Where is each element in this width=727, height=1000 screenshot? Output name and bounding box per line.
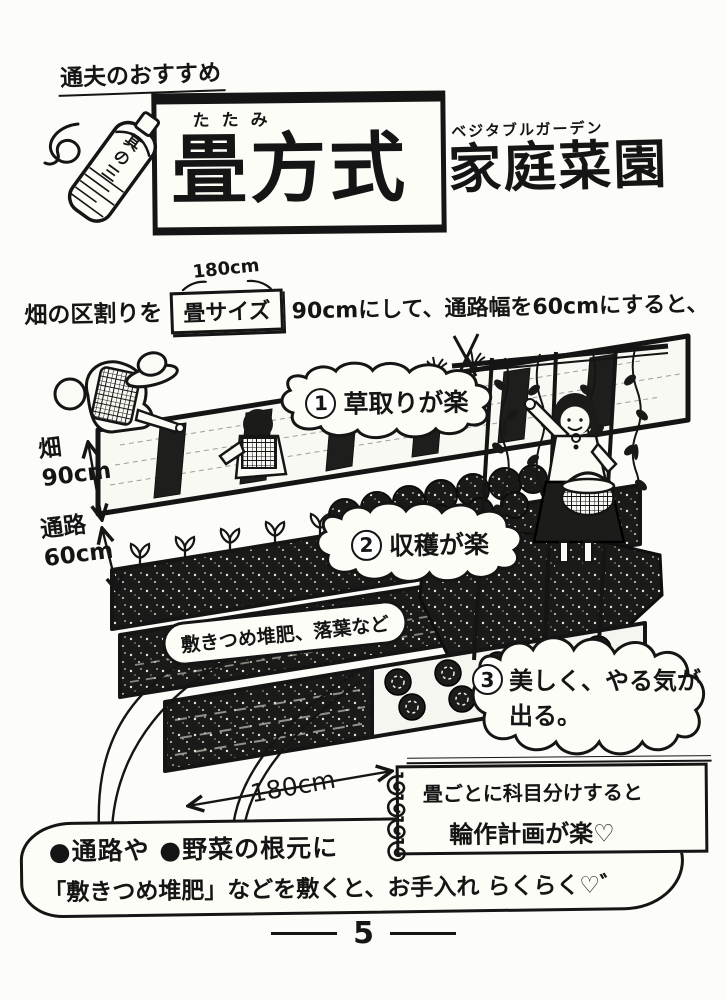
tube-icon xyxy=(43,111,161,223)
subtitle: ベジタブルガーデン 家庭菜園 xyxy=(447,115,670,201)
spiral-binding-icon xyxy=(387,816,406,840)
title-box: たたみ 畳方式 xyxy=(151,90,447,236)
footer-dash xyxy=(271,932,338,935)
circled-number: 3 xyxy=(472,664,503,696)
page-number: 5 xyxy=(353,916,374,951)
page-title: 畳方式 xyxy=(170,122,409,215)
page-footer: 5 xyxy=(0,916,727,951)
brace-icon xyxy=(181,279,272,292)
rotation-note-box: 畳ごとに科目分けすると 輪作計画が楽♡ xyxy=(386,762,709,862)
note-line-2: 輪作計画が楽♡ xyxy=(449,819,615,849)
dimension-arrows xyxy=(88,442,392,806)
tatami-size-chip: 180cm 畳サイズ xyxy=(169,255,285,335)
intro-tail: 90cmにして、通路幅を60cmにすると、 xyxy=(291,292,709,325)
benefit-bubble-2: 2 収穫が楽 xyxy=(315,508,524,580)
harvest-woman xyxy=(524,393,626,571)
subtitle-title: 家庭菜園 xyxy=(447,134,670,201)
spiral-binding-icon xyxy=(387,838,406,862)
note-line-1: 畳ごとに科目分けすると xyxy=(422,780,643,807)
circled-number: 2 xyxy=(350,529,383,561)
gardener-crouching xyxy=(218,409,288,480)
intro-lead: 畑の区割りを xyxy=(24,300,163,329)
intro-line: 畑の区割りを 180cm 畳サイズ 90cmにして、通路幅を60cmにすると、 xyxy=(23,250,709,336)
benefit-bubble-3: 3 美しく、やる気が出る。 xyxy=(470,645,708,753)
benefit-text: 収穫が楽 xyxy=(388,529,490,561)
footer-dash xyxy=(389,932,456,935)
tatami-size-box: 畳サイズ xyxy=(169,288,285,335)
cloud-bubble-icon xyxy=(462,637,716,761)
benefit-text: 美しく、やる気が出る。 xyxy=(509,667,701,730)
bubble-line-2: 「敷きつめ堆肥」などを敷くと、お手入れ らくらく♡゛ xyxy=(43,872,624,907)
benefit-bubble-1: 1 草取りが楽 xyxy=(279,368,494,436)
benefit-text: 草取りが楽 xyxy=(343,387,469,419)
path-dimension-label: 通路 60cm xyxy=(39,508,115,574)
cloud-bubble-icon xyxy=(307,500,532,588)
gardener-weeding xyxy=(53,351,185,434)
field-dimension-label: 畑 90cm xyxy=(37,428,113,494)
cloud-bubble-icon xyxy=(271,360,502,444)
